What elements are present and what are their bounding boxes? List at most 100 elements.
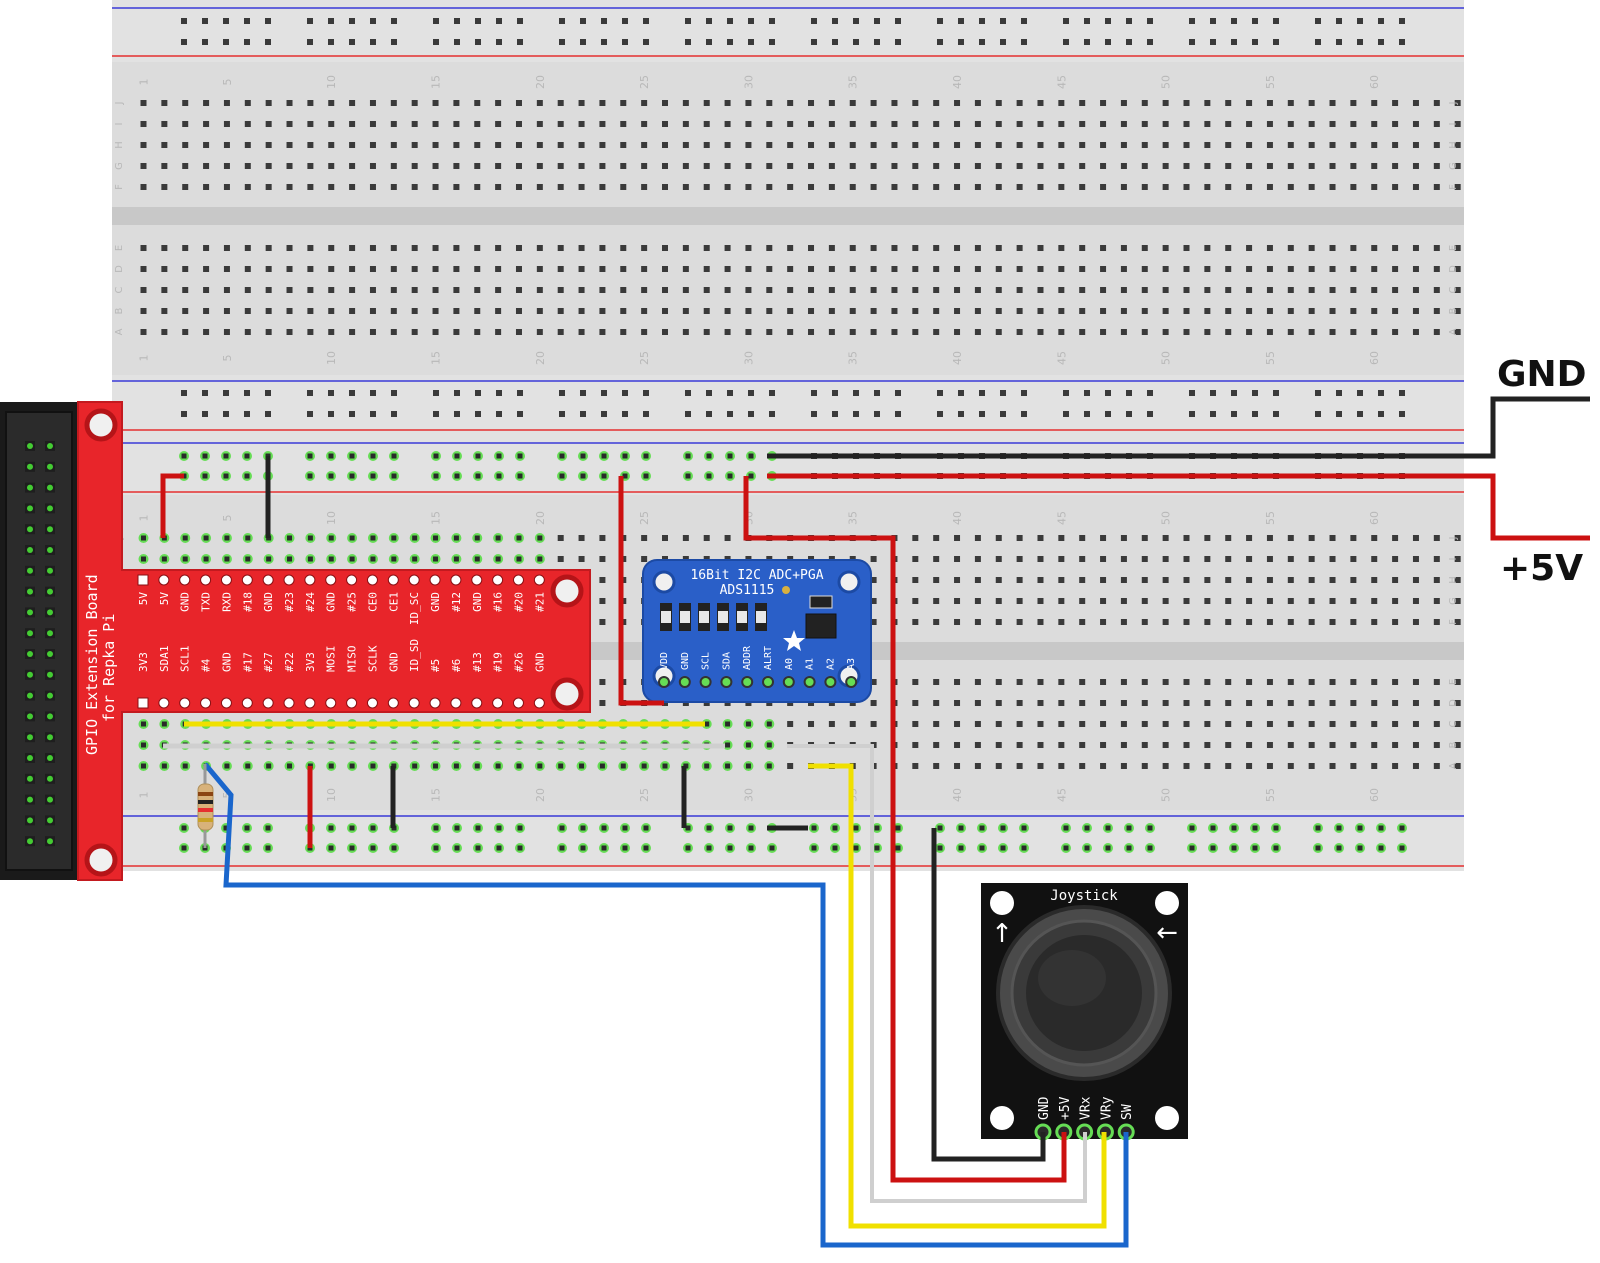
breadboard-hole	[1100, 245, 1107, 251]
breadboard-hole	[1162, 245, 1169, 251]
gpio-pin	[471, 697, 483, 709]
connected-hole-center	[328, 825, 334, 831]
column-number: 1	[138, 515, 151, 522]
rail-hole	[1315, 390, 1321, 396]
breadboard-hole	[578, 329, 585, 335]
connected-hole-center	[832, 845, 838, 851]
connected-hole-center	[496, 453, 502, 459]
rail-hole	[244, 390, 250, 396]
connected-hole-center	[643, 825, 649, 831]
connected-hole-center	[307, 473, 313, 479]
breadboard-hole	[766, 121, 773, 127]
breadboard-hole	[286, 308, 293, 314]
connected-hole-center	[141, 742, 146, 748]
gpio-pin-label: #12	[450, 592, 463, 612]
rail-hole	[1231, 411, 1237, 417]
breadboard-hole	[954, 556, 961, 562]
column-number: 15	[430, 351, 443, 365]
breadboard-hole	[787, 100, 794, 106]
plus5v-label: +5V	[1500, 548, 1583, 589]
breadboard-hole	[453, 287, 460, 293]
breadboard-hole	[1350, 535, 1357, 541]
breadboard-hole	[349, 163, 356, 169]
breadboard-hole	[140, 287, 147, 293]
connected-hole-center	[223, 473, 229, 479]
rail-hole	[832, 18, 838, 24]
breadboard-hole	[203, 245, 210, 251]
breadboard-hole	[369, 142, 376, 148]
connected-hole-center	[495, 535, 501, 541]
breadboard-hole	[1433, 721, 1440, 727]
breadboard-hole	[161, 163, 168, 169]
breadboard-hole	[557, 329, 564, 335]
rail-hole	[811, 411, 817, 417]
connected-hole-center	[161, 763, 167, 769]
smd-part-face	[718, 611, 728, 623]
rail-hole	[853, 39, 859, 45]
breadboard-hole	[1350, 245, 1357, 251]
breadboard-hole	[1266, 679, 1273, 685]
gpio-pin-square	[137, 574, 149, 586]
connected-hole-center	[874, 825, 880, 831]
rail-hole	[706, 18, 712, 24]
connected-hole-center	[1147, 825, 1153, 831]
breadboard-hole	[1392, 163, 1399, 169]
breadboard-hole	[1308, 577, 1315, 583]
adc-pin	[741, 676, 754, 688]
rail-hole	[1000, 39, 1006, 45]
rail-hole	[244, 18, 250, 24]
breadboard-hole	[328, 245, 335, 251]
adc-pin	[762, 676, 774, 688]
breadboard-hole	[828, 287, 835, 293]
breadboard-hole	[1266, 598, 1273, 604]
gpio-pin	[158, 697, 170, 709]
breadboard-hole	[1350, 577, 1357, 583]
breadboard-hole	[870, 721, 877, 727]
breadboard-hole	[912, 763, 919, 769]
breadboard-hole	[453, 308, 460, 314]
breadboard-hole	[349, 121, 356, 127]
adc-pin-label: ADDR	[742, 645, 753, 670]
breadboard-hole	[1141, 577, 1148, 583]
gnd-label: GND	[1497, 354, 1587, 395]
breadboard-hole	[620, 142, 627, 148]
breadboard-hole	[954, 121, 961, 127]
breadboard-hole	[849, 329, 856, 335]
connected-hole-center	[811, 825, 817, 831]
breadboard-hole	[724, 535, 731, 541]
column-number: 45	[1055, 511, 1068, 525]
adc-pin	[658, 676, 670, 688]
breadboard-hole	[599, 245, 606, 251]
breadboard-hole	[453, 100, 460, 106]
breadboard-hole	[1058, 598, 1065, 604]
rail-hole	[769, 390, 775, 396]
breadboard-hole	[599, 598, 606, 604]
breadboard-hole	[1392, 700, 1399, 706]
breadboard-hole	[453, 266, 460, 272]
breadboard-hole	[787, 121, 794, 127]
rail-hole	[685, 18, 691, 24]
connected-hole-center	[685, 825, 691, 831]
breadboard-hole	[1266, 100, 1273, 106]
connected-hole-center	[370, 556, 376, 562]
connected-hole-center	[307, 535, 313, 541]
connected-hole-center	[748, 825, 754, 831]
breadboard-hole	[703, 245, 710, 251]
breadboard-hole	[265, 266, 272, 272]
breadboard-hole	[933, 721, 940, 727]
breadboard-hole	[1287, 121, 1294, 127]
breadboard-hole	[1371, 742, 1378, 748]
breadboard-hole	[1308, 679, 1315, 685]
breadboard-hole	[244, 287, 251, 293]
joystick-pin-label: VRy	[1099, 1096, 1114, 1120]
breadboard-hole	[1183, 100, 1190, 106]
column-number: 50	[1160, 788, 1173, 802]
header-pin	[47, 588, 53, 595]
connected-hole-center	[224, 763, 230, 769]
breadboard-hole	[1225, 287, 1232, 293]
mount-hole	[990, 891, 1014, 915]
rail-hole	[874, 39, 880, 45]
breadboard-hole	[1329, 121, 1336, 127]
rail-hole	[601, 390, 607, 396]
breadboard-hole	[808, 245, 815, 251]
